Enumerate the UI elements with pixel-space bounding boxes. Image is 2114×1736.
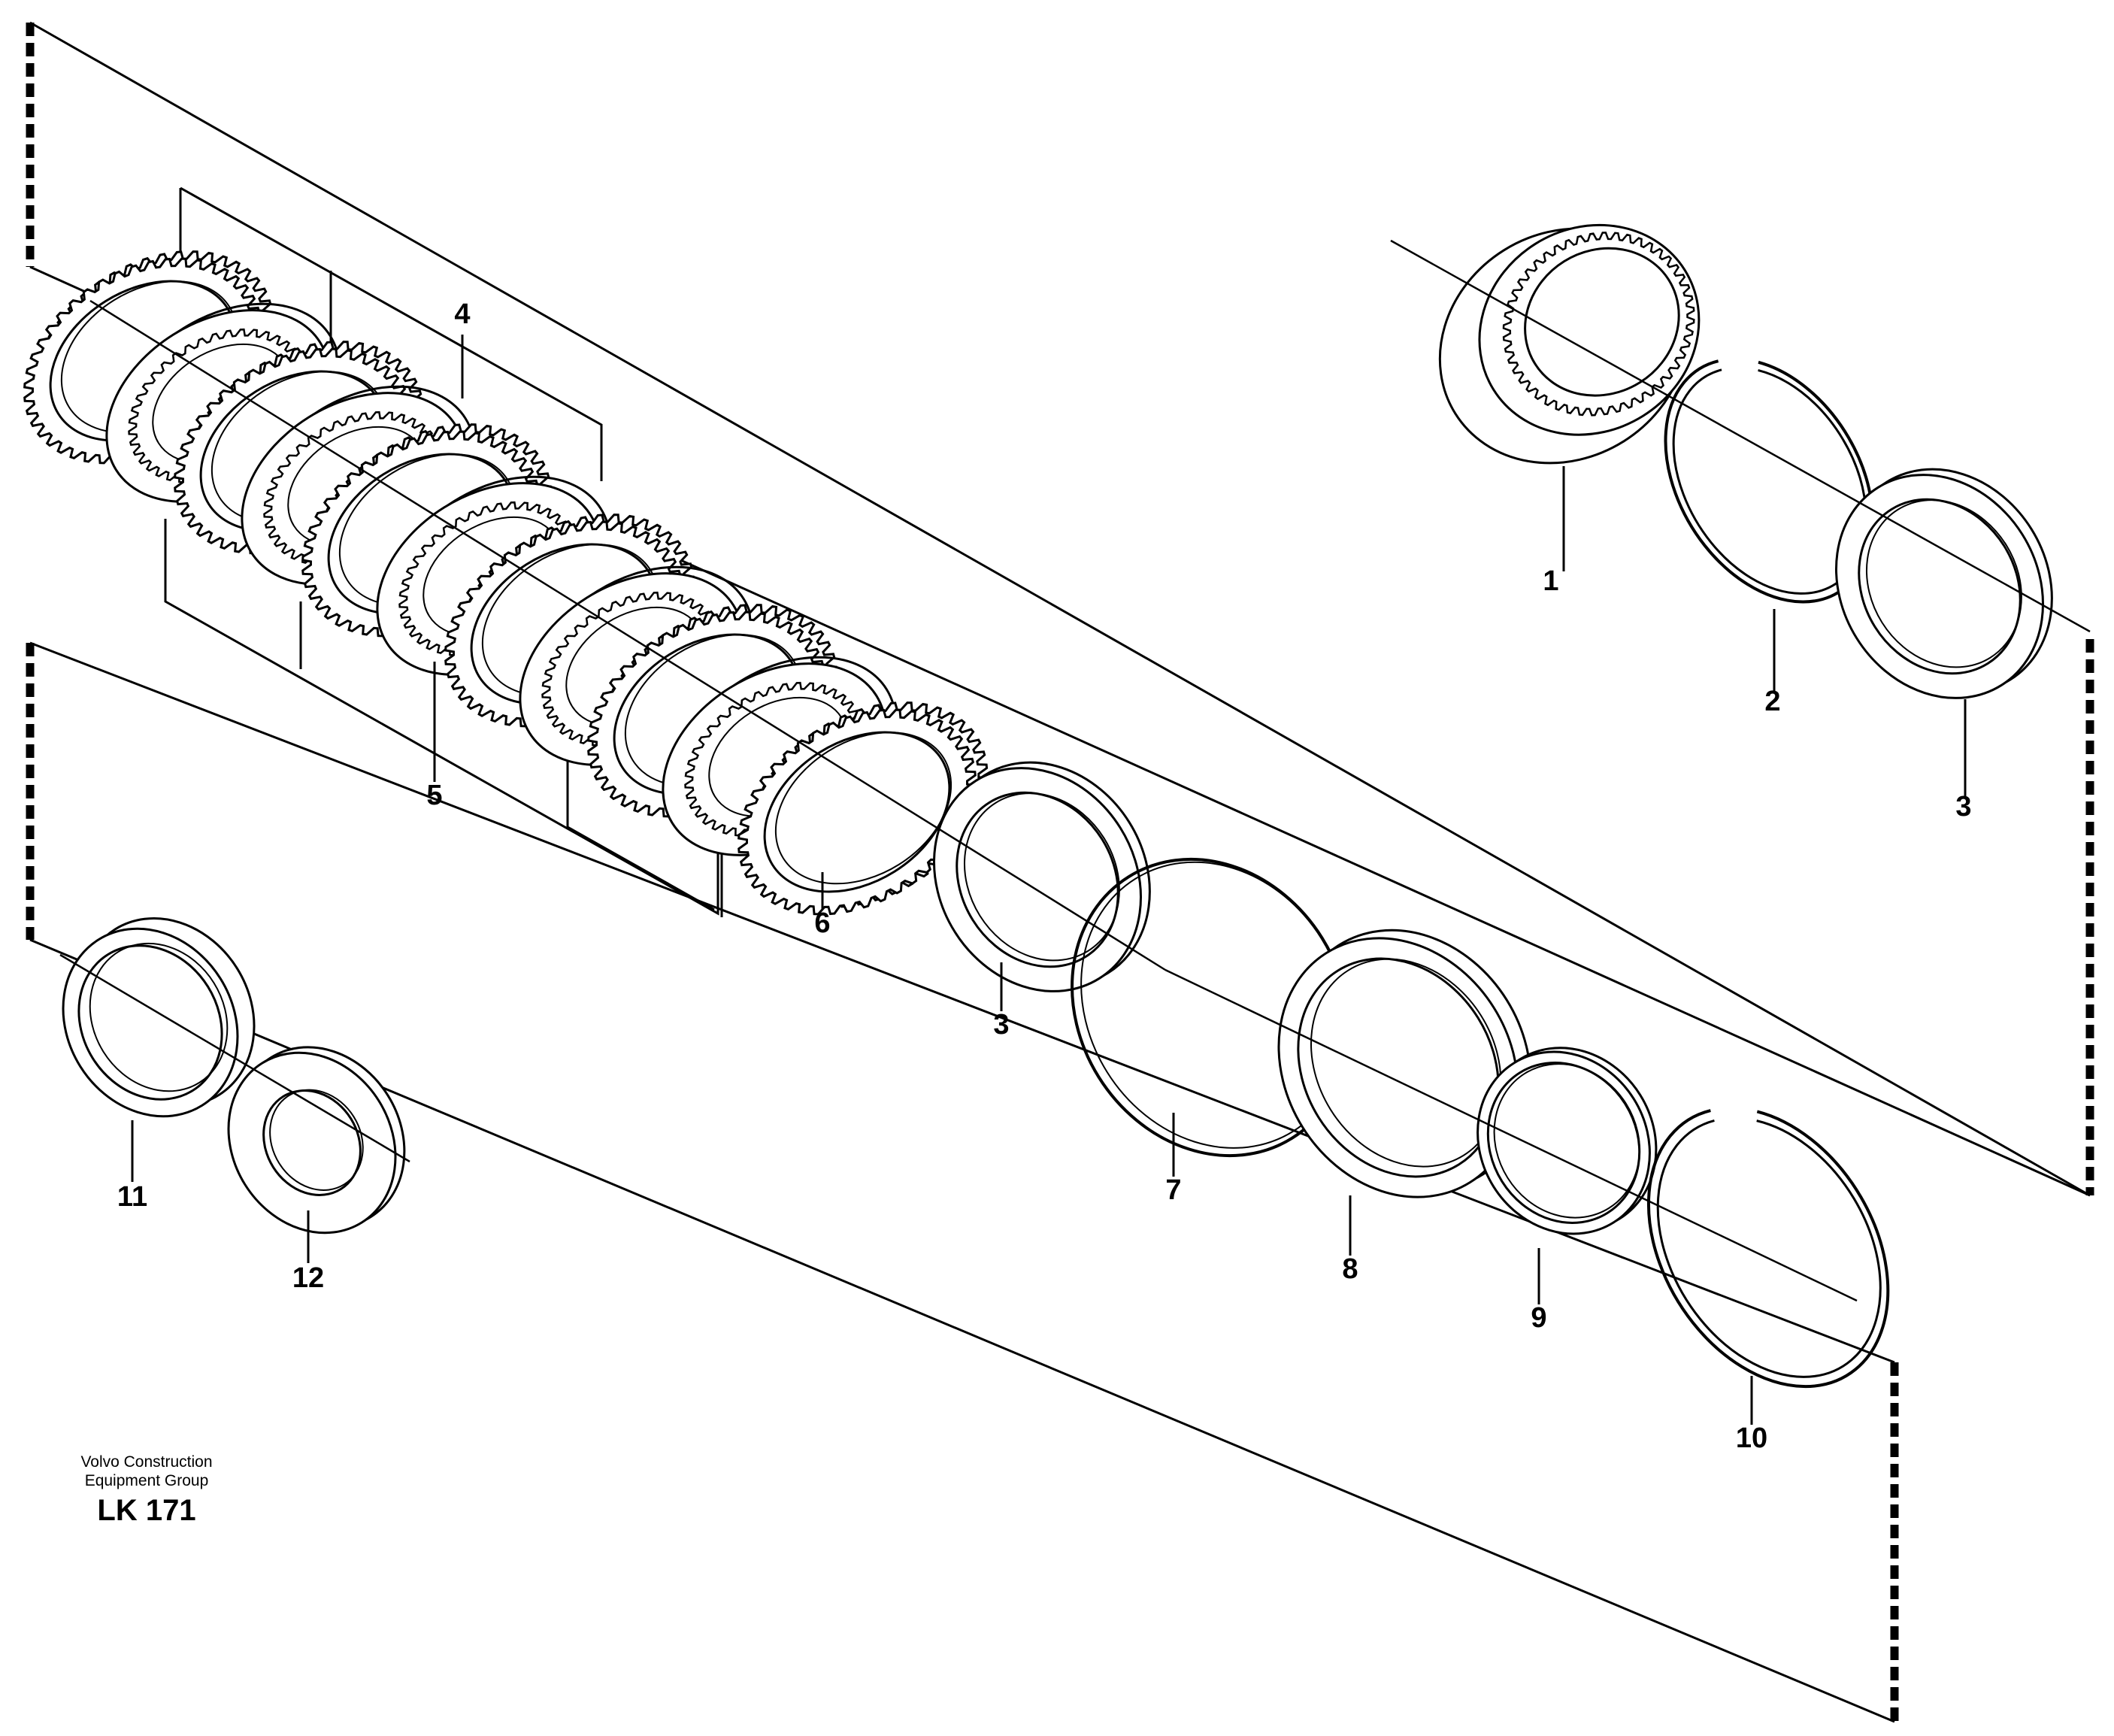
frame-top-line: [29, 21, 2091, 1197]
callout-13: 12: [292, 1262, 324, 1294]
callout-2: 2: [1764, 686, 1780, 717]
axis-line-upper: [1390, 239, 2091, 633]
leader-lines: [131, 335, 1967, 1425]
parts-layer: [23, 223, 2053, 1389]
toothed-disc-6: [737, 701, 989, 916]
axis-line-main: [89, 299, 1166, 971]
callout-5: 5: [426, 780, 442, 811]
frame-lower-line: [29, 641, 1895, 1364]
axis-line-lower: [59, 953, 410, 1163]
o-ring-part-7: [1071, 857, 1350, 1158]
callout-9: 8: [1342, 1253, 1358, 1285]
piston-part-8: [1277, 929, 1532, 1198]
callout-1: 1: [1543, 565, 1558, 597]
callout-6: 6: [814, 907, 830, 939]
snap-ring-part-10: [1646, 1109, 1890, 1389]
axis-line-main-right: [1165, 968, 1858, 1302]
callout-3: 3: [1955, 791, 1971, 823]
callout-11: 10: [1736, 1422, 1767, 1454]
callout-7: 3: [993, 1009, 1009, 1041]
callout-12: 11: [117, 1181, 147, 1213]
hub-part-1: [1438, 223, 1701, 465]
axis-lines: [59, 239, 2091, 1302]
washer-part-12: [227, 1046, 406, 1235]
bearing-part-11: [62, 917, 256, 1118]
brand-line-1: Volvo Construction: [80, 1453, 213, 1471]
drawing-code: LK 171: [97, 1494, 196, 1527]
callout-4: 4: [454, 298, 470, 330]
brand-line-2: Equipment Group: [84, 1472, 209, 1489]
seal-ring-part-9: [1476, 1047, 1658, 1235]
snap-ring-part-2: [1664, 359, 1874, 604]
callout-8: 7: [1165, 1174, 1181, 1206]
callout-10: 9: [1531, 1302, 1546, 1334]
bracket-5: [164, 519, 719, 916]
washer-part-3-upper: [1835, 468, 2053, 699]
